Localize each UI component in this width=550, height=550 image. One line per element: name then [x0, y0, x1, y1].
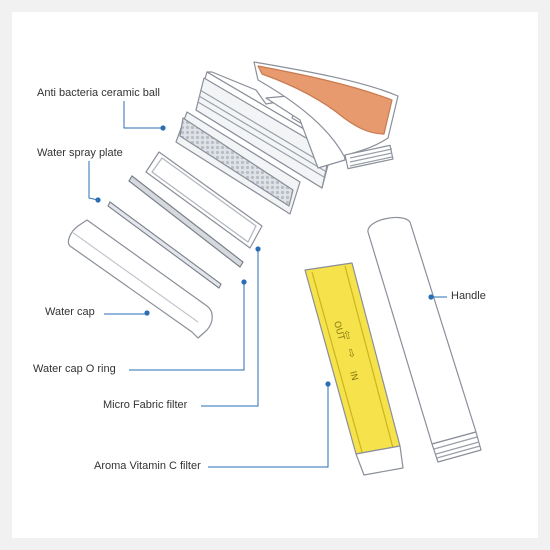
handle [367, 217, 482, 463]
water-cap [67, 219, 213, 339]
shower-head-body [195, 61, 399, 189]
leader-micro-fabric [201, 249, 259, 407]
water-spray-plate [107, 201, 222, 289]
aroma-vitamin-c-filter: OUT ⇧ ⇩ IN [304, 262, 404, 476]
leader-dots [95, 125, 434, 387]
filter-arrow-up: ⇧ [341, 328, 353, 343]
leader-spray-plate [88, 161, 99, 201]
micro-fabric-filter [145, 151, 263, 249]
handle-accent [257, 65, 393, 135]
label-water-cap-o-ring: Water cap O ring [33, 363, 116, 375]
leader-lines [88, 101, 447, 468]
water-cap-o-ring [128, 175, 244, 268]
leader-ceramic-ball [123, 101, 163, 129]
ceramic-ball-cartridge [175, 111, 301, 215]
filter-arrow-down: ⇩ [345, 346, 357, 361]
leader-o-ring [129, 282, 245, 371]
label-handle: Handle [451, 290, 486, 302]
label-aroma-vitamin-c-filter: Aroma Vitamin C filter [94, 460, 201, 472]
label-micro-fabric-filter: Micro Fabric filter [103, 399, 188, 411]
leader-vitamin-c [208, 384, 329, 468]
label-anti-bacteria-ceramic-ball: Anti bacteria ceramic ball [37, 87, 160, 99]
label-water-cap: Water cap [45, 306, 95, 318]
label-water-spray-plate: Water spray plate [37, 147, 123, 159]
filter-in-text: IN [347, 370, 359, 382]
filter-out-text: OUT [331, 320, 346, 342]
